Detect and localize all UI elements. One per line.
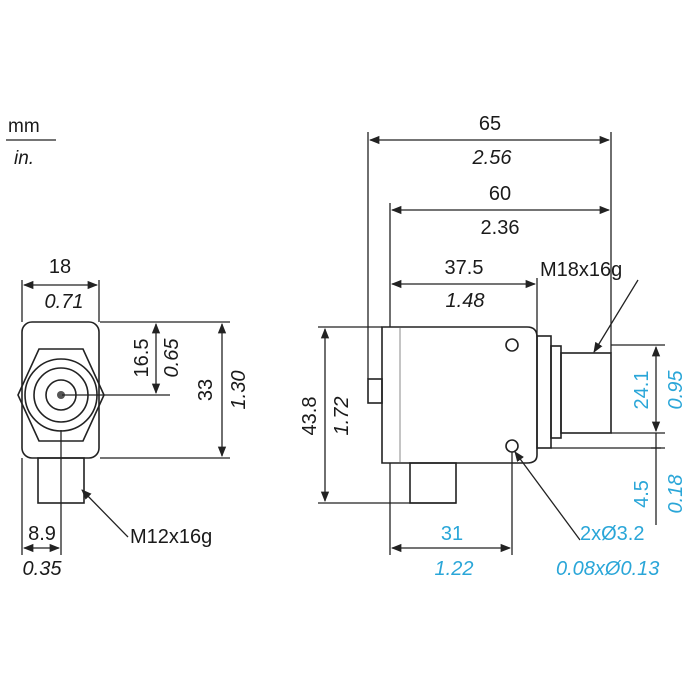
front-h1-mm: 16.5 xyxy=(131,339,153,378)
side-step xyxy=(367,378,383,404)
front-connector-label: M12x16g xyxy=(130,526,212,548)
side-pitch-mm: 24.1 xyxy=(631,371,653,410)
side-bottom-mm: 31 xyxy=(441,523,463,545)
front-h1-in: 0.65 xyxy=(161,338,183,378)
side-thread xyxy=(560,352,612,434)
side-connector xyxy=(409,462,457,504)
front-offset-mm: 8.9 xyxy=(28,523,56,545)
side-nut xyxy=(550,345,562,439)
side-edge-in: 0.18 xyxy=(665,475,687,514)
side-thread-leader xyxy=(593,279,639,353)
side-bottom-in: 1.22 xyxy=(435,558,474,580)
side-height-mm: 43.8 xyxy=(299,397,321,436)
side-60-in: 2.36 xyxy=(481,217,520,239)
side-hole-bottom xyxy=(505,439,519,453)
side-body-in: 1.48 xyxy=(446,290,485,312)
side-60-mm: 60 xyxy=(489,183,511,205)
units-legend: mm in. xyxy=(6,116,56,169)
front-offset-in: 0.35 xyxy=(23,558,63,580)
side-body xyxy=(381,326,538,464)
side-holes-in: 0.08xØ0.13 xyxy=(556,558,659,580)
side-pitch-in: 0.95 xyxy=(665,370,687,410)
side-total-mm: 65 xyxy=(479,113,501,135)
side-edge-mm: 4.5 xyxy=(631,480,653,508)
side-body-mm: 37.5 xyxy=(445,257,484,279)
side-hole-top xyxy=(505,338,519,352)
side-view: 65 2.56 60 2.36 37.5 1.48 M18x16g 43.8 1… xyxy=(299,113,687,580)
unit-metric: mm xyxy=(8,116,40,137)
front-center-dot xyxy=(57,391,65,399)
front-connector-leader xyxy=(81,489,129,538)
front-h2-in: 1.30 xyxy=(228,371,250,410)
side-total-in: 2.56 xyxy=(472,147,513,169)
side-thread-label: M18x16g xyxy=(540,259,622,281)
front-width-in: 0.71 xyxy=(45,291,84,313)
side-holes-leader xyxy=(514,451,581,541)
front-h2-mm: 33 xyxy=(195,379,217,401)
front-width-mm: 18 xyxy=(49,256,71,278)
unit-imperial: in. xyxy=(14,148,34,169)
front-view: 18 0.71 16.5 0.65 33 1.30 8.9 0.35 M12x1… xyxy=(17,256,250,580)
side-flange xyxy=(536,335,552,449)
side-holes-mm: 2xØ3.2 xyxy=(580,523,644,545)
side-height-in: 1.72 xyxy=(331,397,353,436)
